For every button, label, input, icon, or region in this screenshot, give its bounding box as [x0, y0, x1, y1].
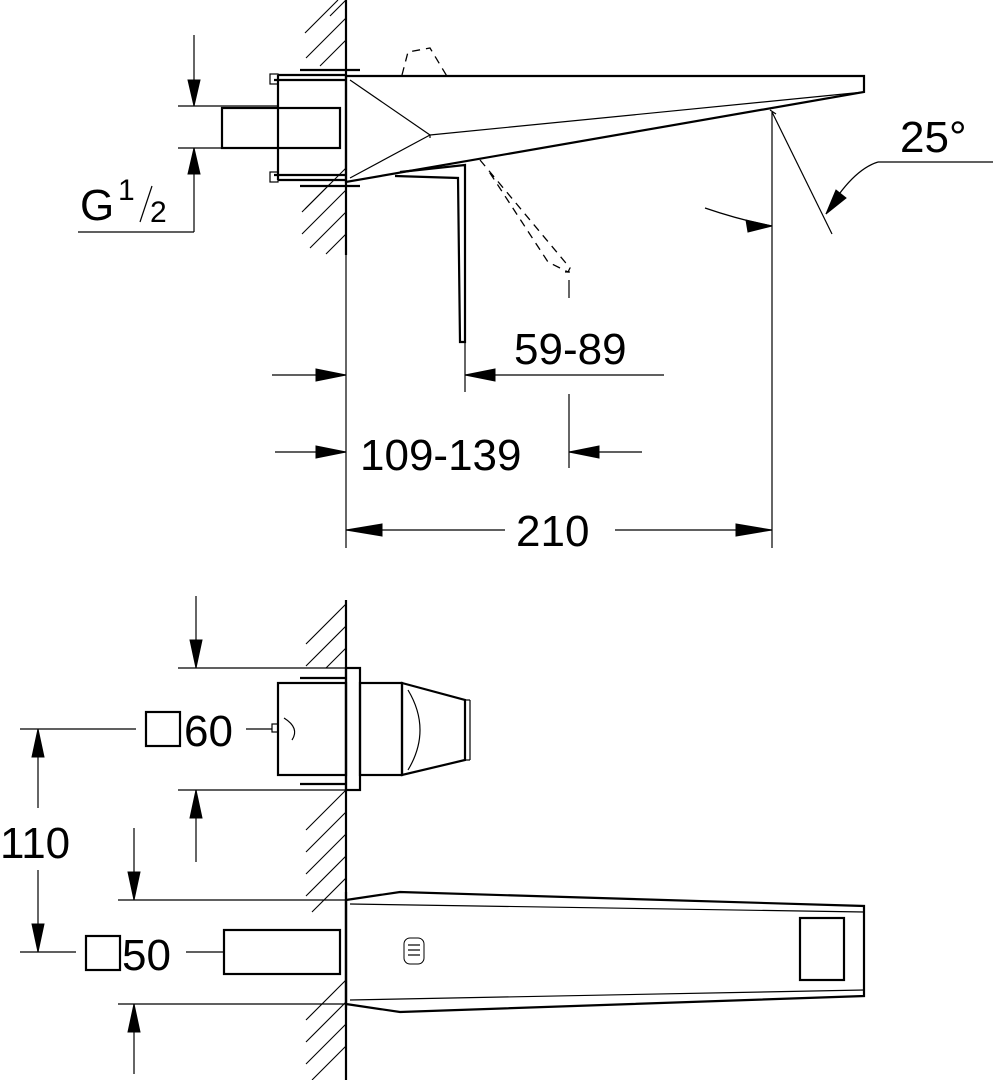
front-dim-lines [178, 596, 346, 862]
spout-projection-label: 59-89 [514, 325, 627, 374]
thread-label: G [80, 181, 114, 230]
spout-front [118, 828, 866, 1074]
thread-dimension: G 1 2 [78, 35, 278, 233]
wall-front [305, 600, 348, 1080]
angle-dimension: 25° [704, 111, 993, 548]
thread-fraction-num: 1 [118, 174, 135, 207]
angle-label: 25° [900, 113, 967, 162]
square-60-callout: 60 [20, 707, 272, 756]
dim-wall-projection: 109-139 [275, 280, 642, 480]
square-50-callout: 50 [84, 931, 224, 980]
lever [394, 163, 467, 344]
brand-logo [403, 937, 425, 965]
spacing-label: 110 [0, 819, 70, 868]
dim-spout-projection: 59-89 [272, 325, 664, 392]
thread-fraction-den: 2 [150, 196, 167, 229]
total-label: 210 [516, 507, 589, 556]
spout-top [344, 74, 866, 184]
front-view: 60 110 [0, 596, 866, 1080]
square-60-label: 60 [184, 707, 233, 756]
dim-total: 210 [345, 255, 773, 556]
wall-projection-label: 109-139 [360, 431, 521, 480]
dim-spacing: 110 [0, 728, 76, 953]
lever-alternate [401, 47, 571, 273]
valve-front [271, 666, 471, 792]
concealed-body-top [220, 68, 360, 188]
top-view: G 1 2 25° 59-89 [78, 0, 993, 556]
square-50-label: 50 [122, 931, 171, 980]
